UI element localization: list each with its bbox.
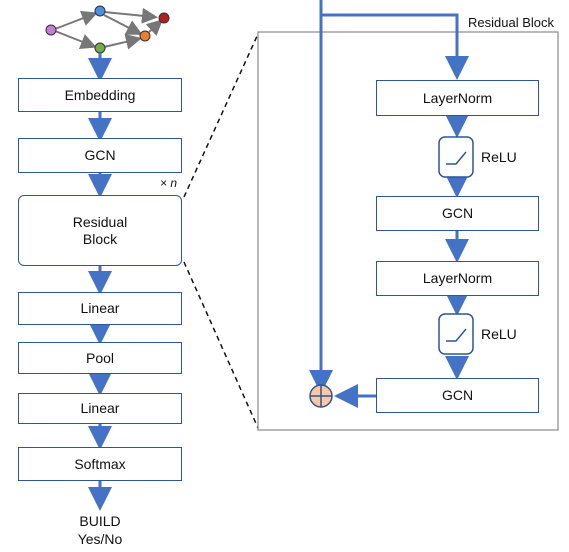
zoom-line-top: [183, 33, 259, 198]
gcn-block-residual-2: GCN: [376, 378, 539, 413]
gcn-block: GCN: [18, 138, 182, 173]
residual-arrows: [309, 0, 469, 408]
gcn-label-residual-1: GCN: [441, 205, 474, 221]
pool-block: Pool: [18, 342, 182, 374]
gcn-block-residual-1: GCN: [376, 196, 539, 231]
repeat-label: × n: [160, 176, 178, 190]
zoom-line-bottom: [183, 261, 259, 429]
layernorm-block-2: LayerNorm: [376, 261, 539, 296]
residual-panel-title: Residual Block: [468, 15, 554, 30]
softmax-block: Softmax: [18, 447, 182, 481]
layernorm-block-1: LayerNorm: [376, 80, 539, 116]
graph-node-purple: [45, 24, 57, 36]
graph-node-blue: [94, 5, 106, 17]
pool-label: Pool: [85, 349, 115, 366]
residual-block-label: Residual Block: [72, 213, 128, 247]
layernorm-label-1: LayerNorm: [422, 89, 493, 106]
relu-icon: [438, 313, 474, 355]
linear-block-1: Linear: [18, 292, 182, 325]
graph-node-red: [158, 12, 170, 24]
linear-label-2: Linear: [80, 400, 120, 416]
softmax-label: Softmax: [74, 455, 126, 472]
linear-label-1: Linear: [80, 300, 120, 316]
graph-node-orange: [139, 30, 151, 42]
residual-sum-node: [309, 384, 333, 408]
relu-icon: [438, 136, 474, 178]
embedding-label: Embedding: [64, 86, 136, 103]
residual-panel-frame: [257, 31, 559, 431]
embedding-block: Embedding: [18, 78, 182, 112]
input-graph: [45, 5, 170, 54]
layernorm-label-2: LayerNorm: [422, 270, 493, 286]
graph-node-green: [94, 42, 106, 54]
output-label: BUILD Yes/No: [77, 513, 123, 547]
residual-block: Residual Block: [18, 195, 182, 266]
linear-block-2: Linear: [18, 393, 182, 424]
gcn-label-residual-2: GCN: [441, 387, 474, 403]
relu-label-1: ReLU: [481, 149, 517, 165]
gcn-label: GCN: [84, 147, 116, 163]
relu-label-2: ReLU: [481, 326, 517, 342]
